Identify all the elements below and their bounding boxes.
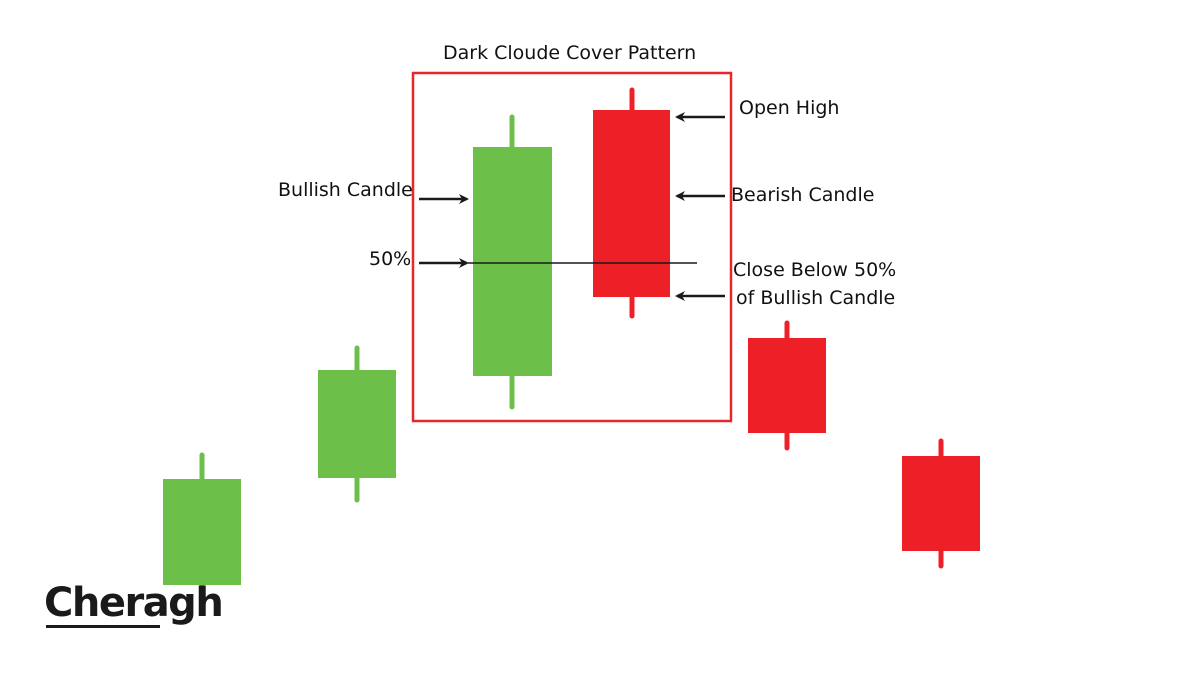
pattern-title: Dark Cloude Cover Pattern (443, 42, 697, 64)
candle-3-body (473, 147, 552, 376)
bullish-candle-label: Bullish Candle (278, 179, 413, 201)
candle-1-bullish (163, 452, 241, 608)
candle-5-body (748, 338, 826, 433)
logo-underline (46, 625, 160, 628)
candle-2-body (318, 370, 396, 478)
candle-6-bearish (902, 438, 980, 569)
close-below-label-line2: of Bullish Candle (736, 287, 896, 309)
pattern-highlight-box (411, 71, 733, 423)
candle-4-body (593, 110, 670, 297)
open-high-label: Open High (739, 97, 840, 119)
candle-6-body (902, 456, 980, 551)
candle-5-bearish (748, 320, 826, 451)
candle-2-bullish (318, 345, 396, 503)
close-below-label-line1: Close Below 50% (733, 259, 897, 281)
candle-4-bearish (593, 87, 670, 319)
candle-1-body (163, 479, 241, 585)
bearish-candle-label: Bearish Candle (731, 184, 875, 206)
candle-3-bullish (473, 114, 552, 410)
cheragh-logo: Cheragh (44, 580, 224, 626)
fifty-percent-label: 50% (369, 248, 412, 270)
